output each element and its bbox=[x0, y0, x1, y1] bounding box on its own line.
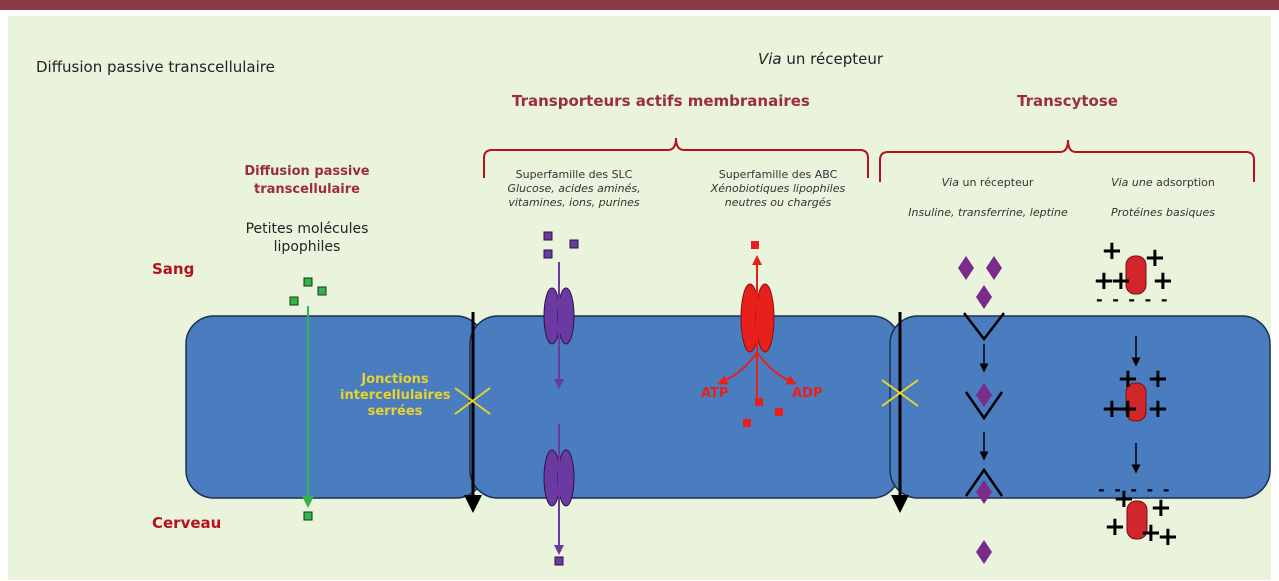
junction-x-left bbox=[454, 387, 491, 415]
green-molecule bbox=[303, 511, 313, 521]
top-center-label: Via un récepteur bbox=[758, 50, 883, 68]
header-transporters: Transporteurs actifs membranaires bbox=[512, 92, 810, 110]
abc-label: Superfamille des ABC bbox=[718, 168, 838, 181]
receptor-v bbox=[963, 312, 1005, 342]
junctions-line1: Jonctions bbox=[361, 372, 429, 387]
abc-description: Superfamille des ABC Xénobiotiques lipop… bbox=[688, 168, 868, 210]
ligand-diamond bbox=[976, 383, 992, 407]
positive-charge: + bbox=[1093, 266, 1115, 296]
abc-molecule bbox=[755, 398, 763, 406]
positive-charge: + bbox=[1101, 236, 1123, 266]
green-molecule bbox=[317, 286, 327, 296]
positive-charge: + bbox=[1152, 266, 1174, 296]
ligand-diamond bbox=[958, 256, 974, 280]
positive-charge: + bbox=[1144, 243, 1166, 273]
slc-molecule bbox=[554, 556, 564, 566]
basic-protein bbox=[1125, 382, 1147, 422]
positive-charge: + bbox=[1113, 484, 1135, 514]
left-title: Diffusion passive transcellulaire bbox=[36, 58, 275, 76]
membrane-charges-bottom: - - - - - bbox=[1098, 480, 1172, 499]
abc-transporter bbox=[755, 283, 775, 353]
positive-charge: + bbox=[1147, 364, 1169, 394]
adsorption-examples: Protéines basiques bbox=[1111, 206, 1215, 219]
positive-charge: + bbox=[1140, 518, 1162, 548]
diffusion-desc-1: Petites molécules bbox=[245, 221, 369, 237]
atp-label: ATP bbox=[701, 386, 729, 401]
basic-protein bbox=[1125, 255, 1147, 295]
brace-transporters bbox=[483, 137, 869, 178]
adsorption-title: Via une adsorption bbox=[1088, 176, 1238, 190]
abc-adp-arrow bbox=[756, 351, 797, 385]
abc-molecule bbox=[775, 408, 783, 416]
positive-charge: + bbox=[1157, 522, 1179, 552]
abc-line2: neutres ou chargés bbox=[724, 196, 832, 209]
diffusion-title-1: Diffusion passive bbox=[244, 164, 370, 179]
positive-charge: + bbox=[1150, 493, 1172, 523]
green-molecule bbox=[289, 296, 299, 306]
receptor-examples: Insuline, transferrine, leptine bbox=[908, 206, 1068, 219]
cerveau-label: Cerveau bbox=[152, 514, 222, 532]
slc-molecule bbox=[569, 239, 579, 249]
slc-line2: vitamines, ions, purines bbox=[508, 196, 640, 209]
diffusion-description: Petites molécules lipophiles bbox=[232, 220, 382, 256]
ligand-diamond bbox=[976, 540, 992, 564]
receptor-title-italic: Via bbox=[941, 176, 959, 189]
diffusion-title: Diffusion passive transcellulaire bbox=[237, 163, 377, 199]
abc-atp-arrow bbox=[717, 351, 758, 385]
ligand-diamond bbox=[986, 256, 1002, 280]
slc-label: Superfamille des SLC bbox=[515, 168, 633, 181]
top-center-rest: un récepteur bbox=[781, 50, 884, 68]
sang-label: Sang bbox=[152, 260, 195, 278]
membrane-charges-top: - - - - - bbox=[1096, 290, 1170, 309]
positive-charge: + bbox=[1110, 266, 1132, 296]
receptor-inverted-v bbox=[964, 467, 1004, 497]
positive-charge: + bbox=[1147, 394, 1169, 424]
slc-line1: Glucose, acides aminés, bbox=[507, 182, 641, 195]
ligand-diamond bbox=[976, 480, 992, 504]
top-bar bbox=[0, 0, 1279, 10]
ligand-diamond bbox=[976, 285, 992, 309]
adsorption-title-italic: Via une bbox=[1111, 176, 1153, 189]
adsorption-title-rest: adsorption bbox=[1152, 176, 1215, 189]
header-transcytose: Transcytose bbox=[1017, 92, 1118, 110]
junction-x-right bbox=[881, 379, 919, 407]
junctions-label: Jonctions intercellulaires serrées bbox=[340, 372, 451, 420]
receptor-title: Via un récepteur bbox=[900, 176, 1075, 190]
junctions-line2: intercellulaires bbox=[340, 388, 451, 403]
abc-molecule bbox=[743, 419, 751, 427]
positive-charge: + bbox=[1101, 394, 1123, 424]
slc-molecule bbox=[543, 249, 553, 259]
receptor-title-rest: un récepteur bbox=[958, 176, 1034, 189]
diffusion-desc-2: lipophiles bbox=[273, 239, 341, 255]
cell-middle bbox=[469, 315, 901, 499]
adp-label: ADP bbox=[792, 386, 823, 401]
basic-protein bbox=[1126, 500, 1148, 540]
abc-molecule bbox=[751, 241, 759, 249]
top-center-italic: Via bbox=[758, 50, 782, 68]
positive-charge: + bbox=[1117, 364, 1139, 394]
slc-description: Superfamille des SLC Glucose, acides ami… bbox=[484, 168, 664, 210]
junctions-line3: serrées bbox=[367, 404, 423, 419]
abc-line1: Xénobiotiques lipophiles bbox=[710, 182, 846, 195]
cell-right bbox=[889, 315, 1271, 499]
slc-transporter-top bbox=[557, 287, 575, 345]
positive-charge: + bbox=[1117, 394, 1139, 424]
positive-charge: + bbox=[1104, 512, 1126, 542]
diffusion-title-2: transcellulaire bbox=[254, 182, 360, 197]
receptor-v bbox=[964, 391, 1004, 421]
green-molecule bbox=[303, 277, 313, 287]
brace-transcytose bbox=[879, 139, 1255, 182]
slc-molecule bbox=[543, 231, 553, 241]
slc-transporter-bottom bbox=[557, 449, 575, 507]
